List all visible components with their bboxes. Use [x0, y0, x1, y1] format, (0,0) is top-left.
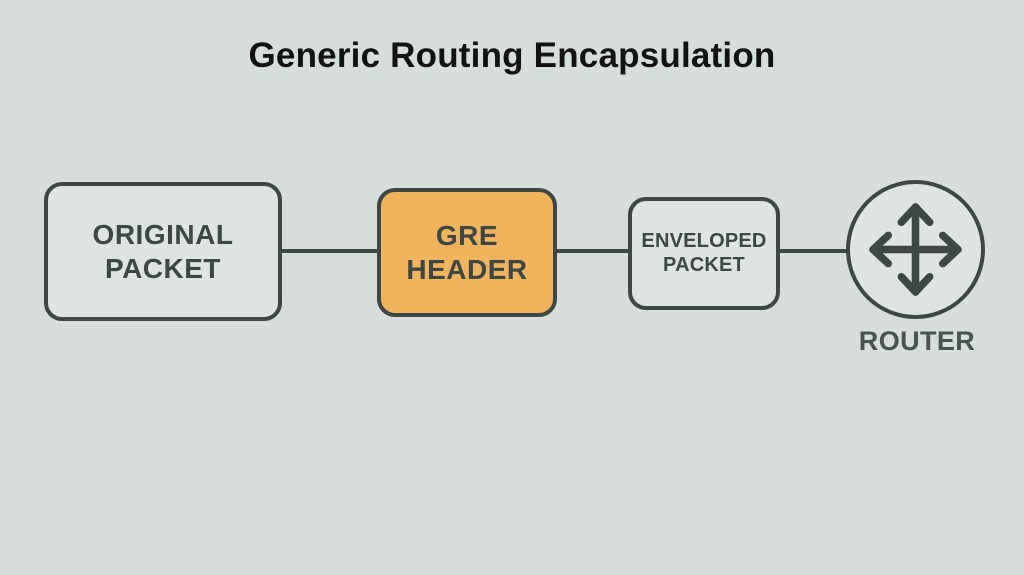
node-enveloped-packet-label-line2: PACKET: [663, 253, 745, 276]
node-router[interactable]: ROUTER: [846, 180, 988, 376]
router-circle: [846, 180, 985, 319]
page-title: Generic Routing Encapsulation: [248, 36, 776, 75]
node-original-packet-label-line1: ORIGINAL: [92, 219, 234, 251]
node-original-packet[interactable]: ORIGINAL PACKET: [44, 182, 282, 321]
node-enveloped-packet-label: ENVELOPED PACKET: [632, 230, 776, 277]
connector-original-packet-to-gre-header: [280, 249, 379, 253]
node-original-packet-label: ORIGINAL PACKET: [48, 218, 278, 284]
node-enveloped-packet[interactable]: ENVELOPED PACKET: [628, 197, 780, 310]
node-original-packet-label-line2: PACKET: [104, 252, 222, 284]
node-router-label: ROUTER: [858, 326, 976, 356]
connector-gre-header-to-enveloped-packet: [555, 249, 630, 253]
node-gre-header-label-line1: GRE: [435, 220, 499, 252]
four-way-arrow-icon: [869, 203, 962, 296]
connector-enveloped-packet-to-router: [778, 249, 850, 253]
node-gre-header-label: GRE HEADER: [381, 219, 553, 285]
node-gre-header-label-line2: HEADER: [406, 253, 528, 285]
node-enveloped-packet-label-line1: ENVELOPED: [641, 229, 767, 252]
node-gre-header[interactable]: GRE HEADER: [377, 188, 557, 317]
